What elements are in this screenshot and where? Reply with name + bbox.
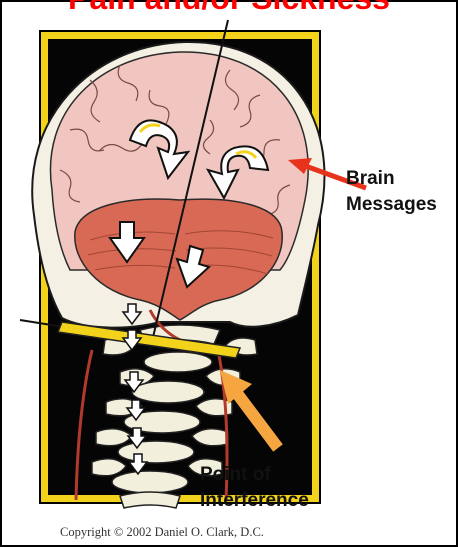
poi-line2: Interference — [200, 488, 309, 514]
copyright-text: Copyright © 2002 Daniel O. Clark, D.C. — [60, 525, 264, 540]
brain-messages-line1: Brain — [346, 166, 437, 192]
brain-messages-line2: Messages — [346, 192, 437, 218]
brain-messages-label: Brain Messages — [346, 166, 437, 218]
poi-line1: Point of — [200, 462, 309, 488]
point-of-interference-label: Point of Interference — [200, 462, 309, 514]
